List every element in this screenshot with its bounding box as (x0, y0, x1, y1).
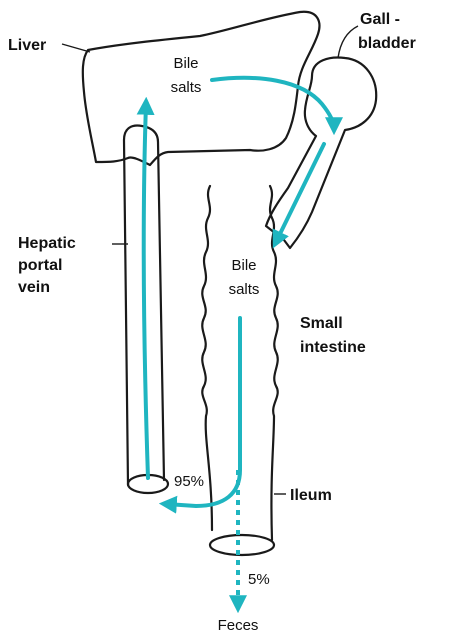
hepatic-label-line2: portal (18, 257, 62, 274)
bile-salts-intestine-label-line1: Bile (231, 257, 256, 274)
gallbladder-label-line2: bladder (358, 35, 416, 52)
feces-label: Feces (218, 617, 259, 634)
ileum-label: Ileum (290, 487, 332, 504)
liver-label: Liver (8, 37, 46, 54)
arrow-portal-vein-to-liver (144, 104, 148, 478)
reabsorbed-percent-label: 95% (174, 473, 204, 490)
hepatic-label-line1: Hepatic (18, 235, 76, 252)
small-intestine-label-line2: intestine (300, 339, 366, 356)
small-intestine-label-line1: Small (300, 315, 343, 332)
liver-leader-line (62, 44, 90, 52)
gallbladder-label-line1: Gall - (360, 11, 400, 28)
arrow-liver-to-gallbladder (212, 78, 334, 128)
ileum-opening (210, 535, 274, 555)
gallbladder-leader-line (338, 26, 358, 58)
excreted-percent-label: 5% (248, 571, 270, 588)
hepatic-label-line3: vein (18, 279, 50, 296)
bile-salts-liver-label-line1: Bile (173, 55, 198, 72)
bile-salts-intestine-label-line2: salts (229, 281, 260, 298)
bile-salts-liver-label-line2: salts (171, 79, 202, 96)
